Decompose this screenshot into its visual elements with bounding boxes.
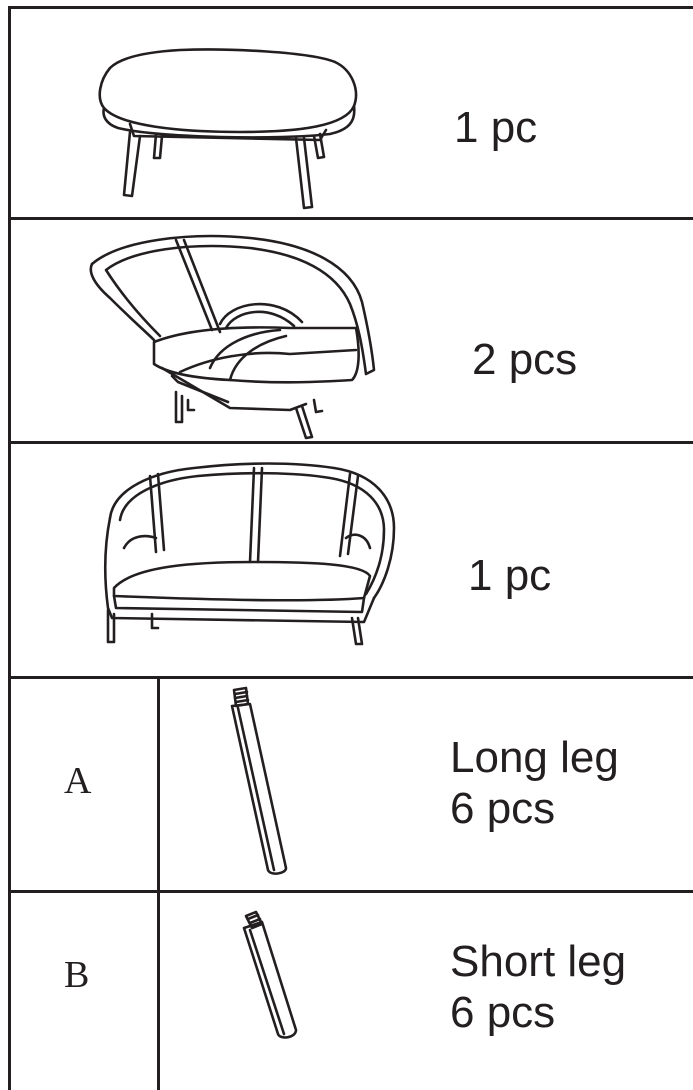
row-divider bbox=[8, 890, 693, 893]
part-description-a: Long leg 6 pcs bbox=[450, 733, 619, 834]
part-label-b: B bbox=[64, 954, 90, 996]
loveseat-sofa-icon bbox=[103, 462, 396, 646]
loveseat-quantity: 1 pc bbox=[468, 551, 552, 600]
row-divider bbox=[8, 217, 693, 220]
long-leg-icon bbox=[230, 686, 288, 875]
label-column-divider bbox=[157, 677, 160, 1090]
part-quantity-b: 6 pcs bbox=[450, 987, 556, 1037]
row-divider bbox=[8, 441, 693, 444]
oval-table-icon bbox=[98, 48, 358, 210]
row-divider bbox=[8, 676, 693, 679]
lounge-chair-icon bbox=[89, 234, 376, 440]
short-leg-icon bbox=[242, 910, 298, 1039]
table-frame bbox=[8, 6, 693, 1090]
table-quantity: 1 pc bbox=[454, 103, 538, 152]
part-name-a: Long leg bbox=[450, 733, 619, 782]
part-name-b: Short leg bbox=[450, 937, 627, 986]
part-label-a: A bbox=[64, 760, 92, 802]
lounge-chair-quantity: 2 pcs bbox=[472, 335, 578, 384]
part-description-b: Short leg 6 pcs bbox=[450, 937, 626, 1038]
part-quantity-a: 6 pcs bbox=[450, 783, 556, 833]
